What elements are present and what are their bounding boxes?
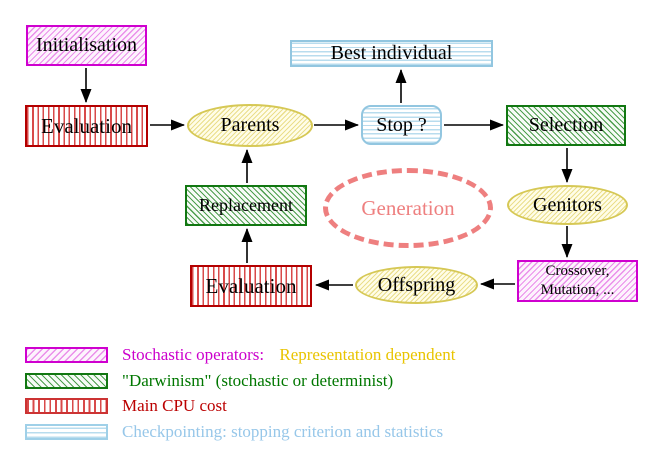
node-crossover-mutation-label: Crossover, Mutation, ... [541,262,615,301]
node-offspring-label: Offspring [377,273,456,296]
node-best-individual: Best individual [290,40,493,67]
mutation-line: Mutation, ... [540,282,615,298]
node-replacement-label: Replacement [199,195,293,215]
node-crossover-mutation: Crossover, Mutation, ... [517,260,638,302]
node-stop: Stop ? [361,105,442,145]
legend-cpu-cost-label: Main CPU cost [122,396,227,415]
legend-row-cpu-cost: Main CPU cost [25,396,227,416]
legend-row-darwinism: "Darwinism" (stochastic or determinist) [25,371,393,391]
legend-representation-label: Representation dependent [279,345,456,364]
legend-darwinism-label: "Darwinism" (stochastic or determinist) [122,371,394,390]
crossover-line: Crossover, [545,262,610,279]
node-parents-label: Parents [220,114,280,136]
generation-label: Generation [361,195,455,220]
legend-row-stochastic-operators: Stochastic operators: Representation dep… [25,345,455,365]
legend-text-stochastic: Stochastic operators: Representation dep… [122,345,455,365]
node-genitors: Genitors [507,185,628,225]
node-evaluation-top: Evaluation [25,105,148,147]
node-selection-label: Selection [528,114,604,136]
legend-stochastic-label: Stochastic operators: [122,345,265,364]
node-evaluation-top-label: Evaluation [41,113,132,138]
legend-swatch-magenta-hatch [25,347,108,363]
legend-swatch-cyan-stripes [25,424,108,440]
node-initialisation-label: Initialisation [35,34,138,56]
legend-checkpointing-label: Checkpointing: stopping criterion and st… [122,422,444,441]
legend-swatch-green-hatch [25,373,108,389]
node-evaluation-bottom-label: Evaluation [205,273,297,298]
node-evaluation-bottom: Evaluation [190,265,312,307]
node-offspring: Offspring [355,266,478,304]
node-parents: Parents [187,104,313,147]
legend-swatch-red-stripes [25,398,108,414]
node-best-individual-label: Best individual [330,42,453,64]
node-selection: Selection [506,105,626,146]
node-stop-label: Stop ? [376,113,427,136]
node-genitors-label: Genitors [533,193,602,216]
legend-row-checkpointing: Checkpointing: stopping criterion and st… [25,422,443,442]
node-replacement: Replacement [185,185,307,226]
node-initialisation: Initialisation [26,25,147,66]
generation-loop-ellipse: Generation [323,168,493,248]
